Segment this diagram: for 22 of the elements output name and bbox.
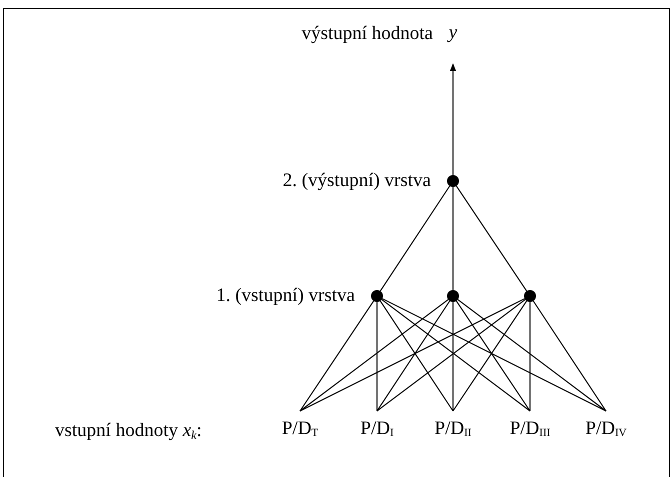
neuron-node (371, 290, 383, 302)
layer-label: výstupní hodnota (302, 22, 433, 46)
connection-line (300, 298, 525, 412)
connection-line (300, 299, 449, 412)
neuron-node (447, 290, 459, 302)
connection-line (457, 299, 606, 412)
connection-line (380, 186, 450, 292)
connection-line (382, 298, 606, 412)
connection-line (452, 302, 454, 411)
input-variable: P/D$_{T}$ (260, 416, 340, 440)
connection-line (452, 187, 454, 290)
connection-line (529, 302, 531, 411)
layer-label: 2. (výstupní) vrstva (282, 169, 431, 193)
arrow (450, 63, 456, 175)
connection-line (300, 300, 374, 412)
neuron-node (447, 175, 459, 187)
neuron-node (524, 290, 536, 302)
connection-line (376, 302, 378, 411)
connection-line (456, 186, 528, 292)
input-values-label: vstupní hodnoty x$_{k}$: (55, 421, 202, 440)
layer-label: 1. (vstupní) vrstva (216, 284, 355, 308)
connection-line (532, 300, 606, 412)
